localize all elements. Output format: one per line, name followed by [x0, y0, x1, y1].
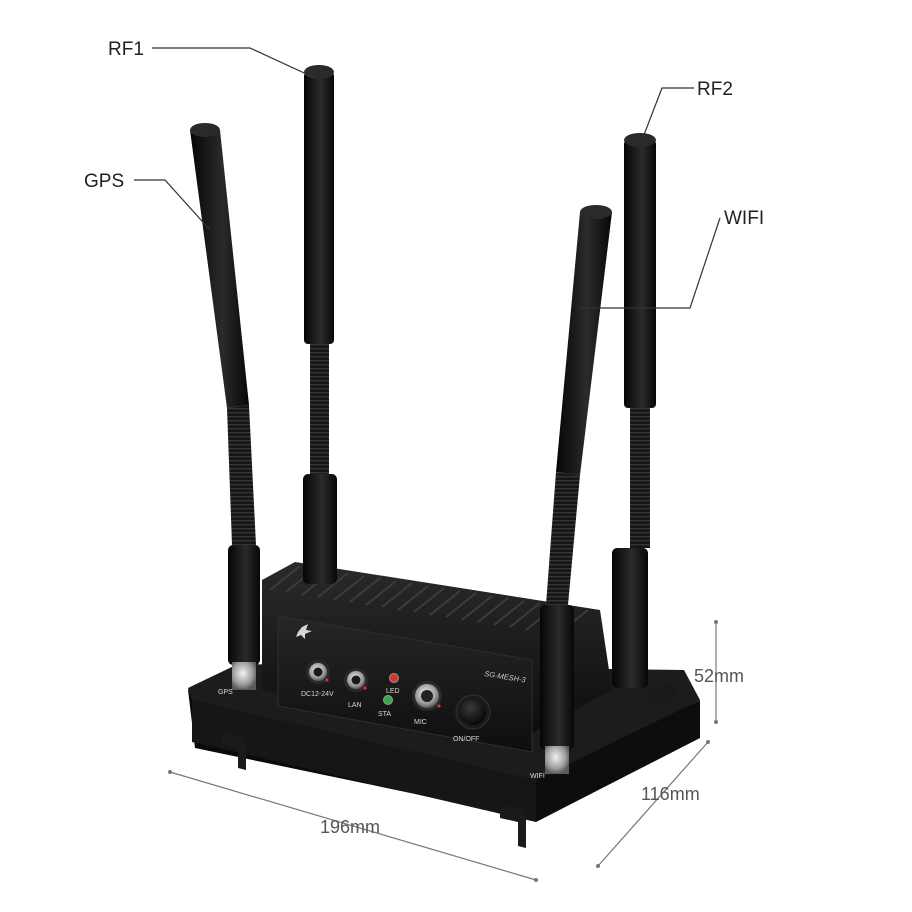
rf2-leader-line: [641, 87, 694, 141]
width-dimension-label: 196mm: [320, 817, 380, 837]
mic-port-label: MIC: [414, 719, 427, 726]
depth-dimension-line: [597, 741, 709, 867]
width-dimension-line: [169, 771, 537, 881]
callout-lines: [134, 47, 721, 309]
wifi-leader-line: [580, 217, 721, 309]
lan-port: [344, 668, 368, 692]
height-dimension-label: 52mm: [694, 666, 744, 686]
sta-indicator: [383, 695, 393, 705]
dimension-endpoints: [168, 620, 718, 882]
wifi-connector-label: WIFI: [530, 773, 545, 780]
power-port-label: DC12-24V: [301, 691, 334, 698]
mic-port: [412, 681, 442, 711]
wifi-antenna: [540, 205, 612, 774]
power-switch-label: ON/OFF: [453, 736, 479, 743]
power-switch: [455, 694, 491, 730]
sta-indicator-label: STA: [378, 711, 391, 718]
led-indicator: [389, 673, 399, 683]
dimension-lines: [169, 622, 717, 881]
rf1-label: RF1: [108, 39, 144, 60]
rf1-leader-line: [152, 47, 316, 79]
rf2-antenna: [612, 133, 656, 688]
gps-antenna: [190, 123, 260, 690]
right-bracket: [650, 682, 676, 708]
power-port: [306, 660, 330, 684]
gps-connector-label: GPS: [218, 689, 233, 696]
gps-leader-line: [134, 179, 211, 231]
front-bracket: [500, 805, 526, 848]
logo-icon: [296, 624, 312, 639]
rf2-label: RF2: [697, 79, 733, 100]
lan-port-label: LAN: [348, 702, 362, 709]
rf1-antenna: [303, 65, 337, 584]
led-indicator-label: LED: [386, 688, 400, 695]
wifi-label: WIFI: [724, 208, 764, 229]
depth-dimension-label: 116mm: [641, 784, 700, 804]
gps-label: GPS: [84, 171, 124, 192]
left-bracket: [222, 732, 246, 770]
